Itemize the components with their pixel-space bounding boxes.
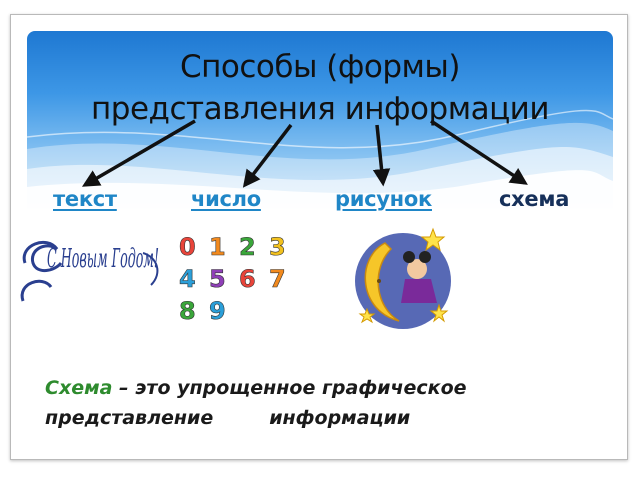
- definition-text-1: – это упрощенное графическое: [112, 377, 467, 399]
- digit-8: 8: [179, 297, 196, 325]
- greeting-lettering-image: С Новым Годом!: [20, 240, 159, 302]
- form-text-link[interactable]: текст: [53, 187, 117, 211]
- definition-term: Схема: [45, 377, 113, 399]
- digit-7: 7: [269, 265, 286, 293]
- form-number-link[interactable]: число: [191, 187, 261, 211]
- digit-2: 2: [239, 233, 256, 261]
- arrow-to-number: [242, 123, 293, 188]
- moon-picture-image: [355, 227, 451, 329]
- title-line-2: представления информации: [91, 91, 549, 127]
- digit-9: 9: [209, 297, 226, 325]
- arrow-to-picture: [372, 124, 391, 187]
- digit-1: 1: [209, 233, 226, 261]
- scheme-definition: Схема – это упрощенное графическое предс…: [45, 373, 605, 433]
- title-banner: [27, 31, 613, 209]
- form-scheme-label: схема: [499, 187, 570, 211]
- title-line-1: Способы (формы): [179, 49, 461, 85]
- definition-text-3: информации: [269, 407, 411, 429]
- definition-text-2: представление: [45, 407, 214, 429]
- digit-4: 4: [179, 265, 196, 293]
- greeting-line-1: С Новым Годом!: [47, 244, 159, 274]
- arrow-to-scheme: [430, 119, 528, 185]
- arrows: [81, 119, 528, 188]
- digit-5: 5: [209, 265, 226, 293]
- slide: Способы (формы) представления информации…: [10, 14, 628, 460]
- digit-3: 3: [269, 233, 286, 261]
- digit-6: 6: [239, 265, 256, 293]
- digit-0: 0: [179, 233, 196, 261]
- arrow-to-text: [81, 119, 196, 187]
- form-picture-link[interactable]: рисунок: [335, 187, 432, 211]
